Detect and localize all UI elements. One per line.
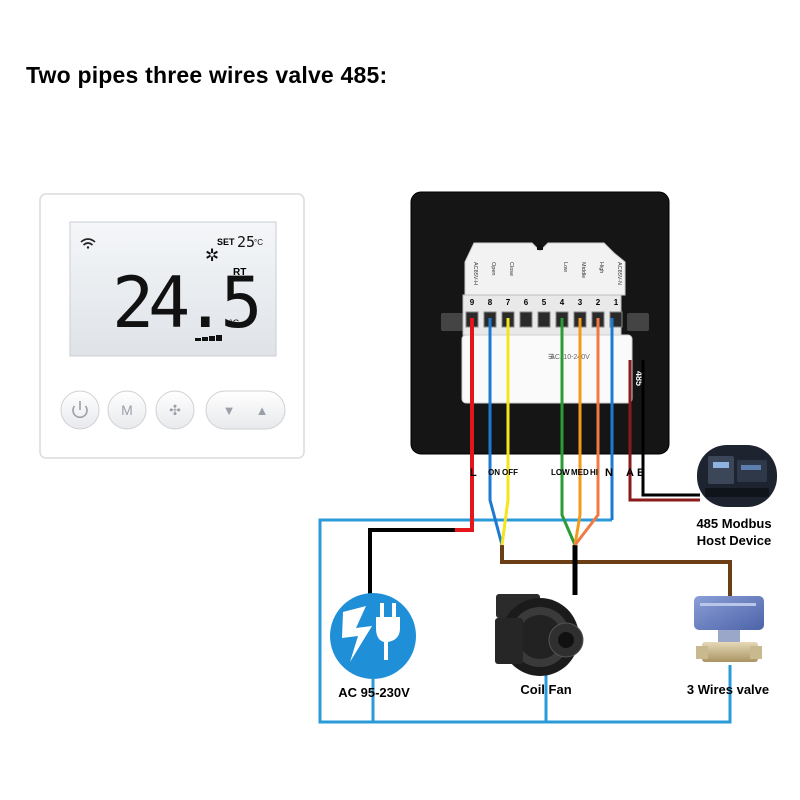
terminal-screws: 9 AC85V-H 8 Open 7 Close 6 5 4 Low 3 Middle 2 High 1 AC… <box>465 262 623 328</box>
thermostat-front: SET 25 °C ✲ RT 24.5 °C M ✣ ▼ ▲ <box>39 193 305 459</box>
lightning-icon <box>342 606 372 662</box>
terminal-number-5: 5 <box>542 298 547 307</box>
modbus-label-line2: Host Device <box>697 533 771 548</box>
triangle-down-icon[interactable]: ▼ <box>223 403 236 418</box>
wire-label-n: N <box>605 467 613 479</box>
up-down-rocker[interactable] <box>205 390 286 430</box>
set-unit: °C <box>254 238 263 247</box>
wire-label-a: A <box>626 467 634 479</box>
terminal-screw-5 <box>537 311 551 328</box>
live-wire-l <box>455 318 474 532</box>
rs485-wire-b <box>641 360 700 497</box>
fan-icon: ✣ <box>169 402 181 418</box>
wire-label-hi: HI <box>590 468 598 477</box>
valve-on-wire <box>488 318 504 546</box>
modbus-host-device: 485 Modbus Host Device <box>696 445 777 548</box>
ac-power-source: AC 95-230V <box>330 593 416 700</box>
set-label: SET <box>217 237 235 247</box>
terminal-top-label-7: Close <box>508 262 514 276</box>
terminal-top-label-8: Open <box>490 262 496 275</box>
terminal-top-label-2: High <box>598 262 604 273</box>
fan-hi-wire <box>573 318 600 546</box>
electronics-module <box>461 334 633 404</box>
terminal-top-label-1: AC85V-N <box>616 262 622 285</box>
mode-button[interactable]: M <box>107 390 147 430</box>
terminal-top-label-4: Low <box>562 262 568 272</box>
terminal-top-label-3: Middle <box>580 262 586 278</box>
rs485-side-label: 485 <box>634 371 644 386</box>
fan-speed-bars-icon <box>195 335 222 341</box>
terminal-number-8: 8 <box>488 298 493 307</box>
valve-body-image <box>702 642 758 662</box>
temperature-unit: °C <box>229 318 240 328</box>
mode-icon: M <box>121 402 133 418</box>
thermostat-back: AC110-240V ☰ 9 AC85V-H 8 Open 7 Close 6 5 4 Low 3 M… <box>410 191 670 455</box>
wires <box>318 318 732 724</box>
terminal-number-9: 9 <box>470 298 475 307</box>
lcd-screen <box>69 221 277 357</box>
terminal-number-2: 2 <box>596 298 601 307</box>
module-voltage-text: AC110-240V <box>550 354 590 361</box>
wire-label-low: LOW <box>551 468 570 477</box>
rt-label: RT <box>233 267 246 278</box>
neutral-bus-wire <box>318 518 732 724</box>
coil-fan: Coil Fan <box>495 594 584 697</box>
diagram-title: Two pipes three wires valve 485: <box>26 62 388 88</box>
fan-label: Coil Fan <box>520 682 571 697</box>
power-button[interactable] <box>60 390 100 430</box>
fan-med-wire <box>573 318 582 546</box>
triangle-up-icon[interactable]: ▲ <box>256 403 269 418</box>
power-label: AC 95-230V <box>338 685 410 700</box>
set-value: 25 <box>237 233 255 251</box>
wire-label-med: MED <box>571 468 589 477</box>
modbus-label-line1: 485 Modbus <box>696 516 771 531</box>
three-wire-valve: 3 Wires valve <box>687 596 769 697</box>
room-temperature: 24.5 <box>112 262 257 344</box>
wifi-icon <box>80 238 96 249</box>
terminal-screw-6 <box>519 311 533 328</box>
fan-button[interactable]: ✣ <box>155 390 195 430</box>
live-supply-wire <box>368 528 470 595</box>
module-wifi-icon: ☰ <box>548 354 554 361</box>
valve-actuator-image <box>694 596 764 630</box>
snowflake-icon: ✲ <box>205 246 219 265</box>
terminal-number-7: 7 <box>506 298 511 307</box>
wire-label-off: OFF <box>502 468 518 477</box>
valve-off-wire <box>500 318 510 546</box>
wire-labels: L ON OFF LOW MED HI N A B <box>470 467 645 479</box>
wire-label-b: B <box>637 467 645 479</box>
fan-low-wire <box>560 318 577 546</box>
valve-label: 3 Wires valve <box>687 682 769 697</box>
terminal-number-6: 6 <box>524 298 529 307</box>
terminal-number-3: 3 <box>578 298 583 307</box>
terminal-number-4: 4 <box>560 298 565 307</box>
wire-label-on: ON <box>488 468 500 477</box>
wire-label-l: L <box>470 467 477 479</box>
rs485-wire-a <box>628 360 700 502</box>
terminal-number-1: 1 <box>614 298 619 307</box>
valve-common-wire <box>500 545 732 596</box>
terminal-top-label-9: AC85V-H <box>472 262 478 285</box>
power-icon <box>72 405 88 419</box>
